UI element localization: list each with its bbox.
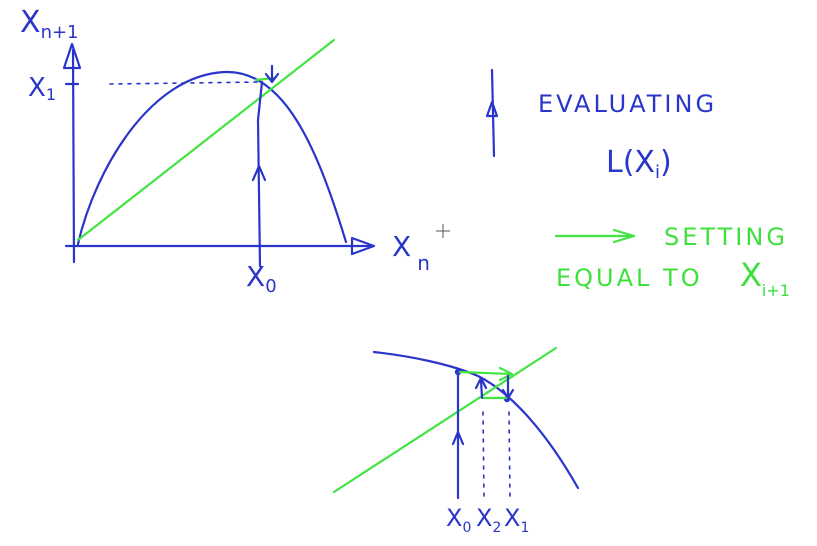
zoom-green-step-top-arrow — [498, 366, 514, 382]
zoom-x0-up-arrow — [451, 430, 465, 446]
zoom-plot: X0 X2 X1 — [332, 346, 580, 536]
y-axis-label: Xn+1 — [20, 5, 79, 43]
zoom-x2-dotted — [482, 411, 485, 499]
x0-vertical-line — [256, 80, 264, 268]
zoom-point-x0 — [454, 368, 462, 376]
y-axis-arrowhead — [62, 42, 82, 70]
x1-tick-label: X1 — [28, 73, 56, 104]
legend-blue-arrow-shaft — [490, 68, 496, 158]
up-arrow — [251, 164, 267, 182]
zoom-curve — [372, 350, 580, 490]
legend-green-arrowhead — [612, 228, 636, 244]
zoom-identity-line — [332, 346, 558, 494]
down-arrow-head — [264, 72, 280, 84]
legend: EVALUATING L(Xi) SETTING EQUAL TO Xi+1 — [485, 68, 790, 300]
zoom-x1-dotted — [508, 411, 511, 499]
legend-evaluating-label: EVALUATING — [538, 90, 717, 118]
zoom-x0-label: X0 — [446, 504, 471, 536]
x1-dotted-guide — [109, 81, 263, 85]
legend-setting-label: SETTING — [664, 223, 788, 251]
legend-blue-arrowhead — [485, 100, 499, 118]
legend-equal-var: Xi+1 — [740, 256, 790, 300]
y-axis — [71, 48, 76, 264]
zoom-x1-label: X1 — [504, 504, 529, 536]
identity-line — [76, 38, 336, 242]
zoom-x2-up — [479, 378, 484, 400]
zoom-x2-up-arrow — [474, 376, 488, 390]
zoom-x2-label: X2 — [476, 504, 501, 536]
logistic-map-curve — [76, 70, 348, 246]
x-axis-arrowhead — [350, 236, 376, 256]
zoom-green-step-top — [458, 370, 512, 376]
legend-function-label: L(Xi) — [606, 145, 672, 183]
x0-tick-label: X0 — [246, 260, 277, 297]
legend-equal-label: EQUAL TO — [556, 264, 703, 292]
crosshair-cursor-icon — [436, 224, 450, 238]
